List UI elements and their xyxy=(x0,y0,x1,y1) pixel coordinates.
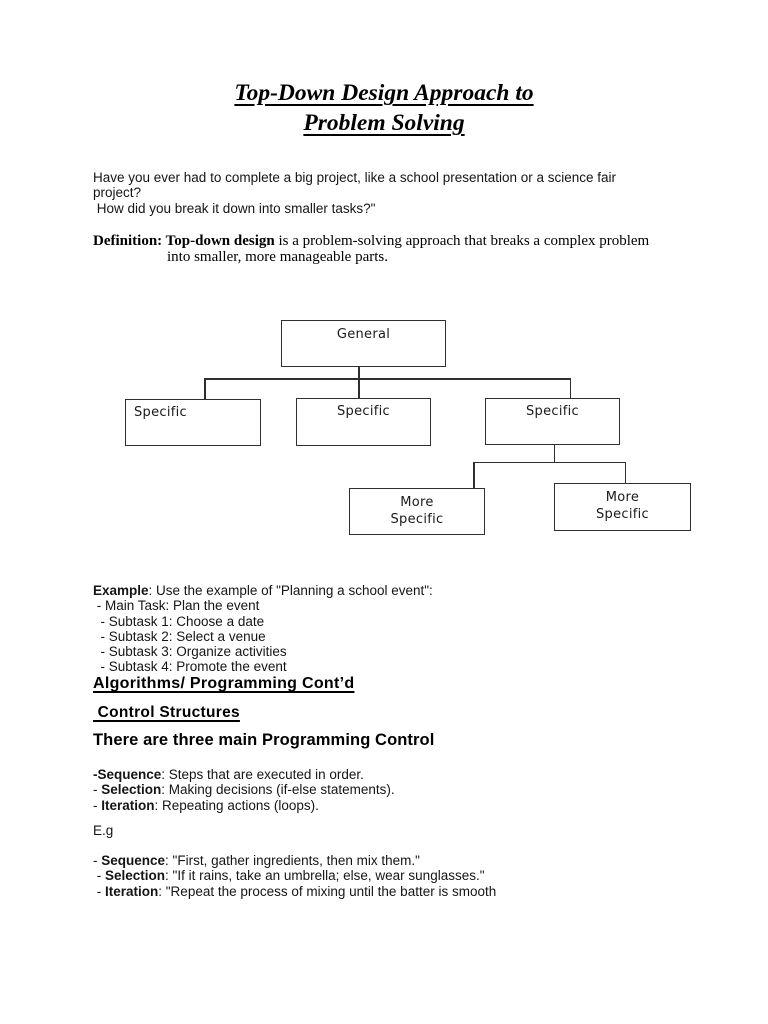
definition-paragraph: Definition: Top-down design is a problem… xyxy=(93,233,693,265)
control-item-selection: - Selection: Making decisions (if-else s… xyxy=(93,782,653,797)
diagram-node-specific-2-label: Specific xyxy=(337,404,390,419)
example-item: - Main Task: Plan the event xyxy=(93,598,260,614)
diagram-node-more-specific-2: More Specific xyxy=(554,483,691,531)
example-item: - Subtask 2: Select a venue xyxy=(93,628,266,644)
diagram-node-more-specific-2-label: More Specific xyxy=(596,490,649,522)
connector-level1-bus xyxy=(204,378,571,380)
intro-paragraph: Have you ever had to complete a big proj… xyxy=(93,170,673,216)
page-title-line1: Top-Down Design Approach to xyxy=(234,80,534,106)
connector-drop-specific-2 xyxy=(358,378,360,399)
control-item-desc: : Making decisions (if-else statements). xyxy=(161,782,395,798)
example-heading: Example: Use the example of "Planning a … xyxy=(93,583,653,598)
control-example-dash: - xyxy=(93,868,105,884)
example-label: Example xyxy=(93,583,149,598)
control-example-sequence: - Sequence: "First, gather ingredients, … xyxy=(93,853,713,868)
control-structures-list: -Sequence: Steps that are executed in or… xyxy=(93,767,653,813)
definition-label: Definition: xyxy=(93,233,166,249)
example-item: - Subtask 3: Organize activities xyxy=(93,644,287,660)
control-item-desc: : Repeating actions (loops). xyxy=(154,797,319,813)
control-example-dash: - xyxy=(93,853,102,868)
heading-three-main-controls: There are three main Programming Control xyxy=(93,731,435,749)
diagram-node-more-specific-1-label: More Specific xyxy=(390,495,444,527)
heading-control-structures: Control Structures xyxy=(93,704,240,721)
diagram-node-general: General xyxy=(281,320,446,367)
control-examples-list: - Sequence: "First, gather ingredients, … xyxy=(93,853,713,899)
diagram-node-specific-2: Specific xyxy=(296,398,431,446)
connector-drop-specific-3 xyxy=(569,378,571,399)
control-item-dash: - xyxy=(93,782,102,798)
connector-general-stem xyxy=(358,367,360,379)
control-example-dash: - xyxy=(93,883,105,899)
definition-rest: is a problem-solving approach that break… xyxy=(274,233,650,249)
control-example-desc: : "Repeat the process of mixing until th… xyxy=(158,883,497,899)
heading-algorithms-programming: Algorithms/ Programming Cont’d xyxy=(93,675,355,692)
control-example-desc: : "First, gather ingredients, then mix t… xyxy=(165,853,420,868)
connector-specific3-stem xyxy=(553,445,555,462)
control-example-term: Sequence xyxy=(101,853,166,868)
page-title: Top-Down Design Approach to Problem Solv… xyxy=(0,78,768,138)
connector-drop-more-1 xyxy=(473,461,475,489)
control-example-iteration: - Iteration: "Repeat the process of mixi… xyxy=(93,884,713,899)
example-intro: : Use the example of "Planning a school … xyxy=(148,583,433,598)
connector-level2-bus xyxy=(473,461,626,463)
connector-drop-specific-1 xyxy=(204,378,206,400)
control-item-term: Selection xyxy=(101,782,162,798)
definition-term: Top-down design xyxy=(165,233,275,249)
diagram-node-more-specific-1: More Specific xyxy=(349,488,485,535)
diagram-node-general-label: General xyxy=(336,327,391,342)
example-item: - Subtask 1: Choose a date xyxy=(93,613,265,629)
connector-drop-more-2 xyxy=(624,461,626,484)
diagram-node-specific-1: Specific xyxy=(125,399,261,446)
example-block: Example: Use the example of "Planning a … xyxy=(93,583,653,675)
eg-label: E.g xyxy=(93,823,114,838)
page-title-line2: Problem Solving xyxy=(303,110,465,136)
diagram-node-specific-3-label: Specific xyxy=(526,404,579,419)
intro-line: How did you break it down into smaller t… xyxy=(93,200,376,216)
intro-line: Have you ever had to complete a big proj… xyxy=(93,170,617,185)
control-item-sequence: -Sequence: Steps that are executed in or… xyxy=(93,767,653,782)
control-item-desc: : Steps that are executed in order. xyxy=(161,767,364,782)
control-example-desc: : "If it rains, take an umbrella; else, … xyxy=(165,868,485,884)
example-item: - Subtask 4: Promote the event xyxy=(93,659,287,675)
control-item-dash: - xyxy=(93,797,102,813)
diagram-node-specific-1-label: Specific xyxy=(134,405,187,420)
control-item-term: Iteration xyxy=(101,797,155,813)
control-example-term: Iteration xyxy=(105,883,159,899)
definition-line1: Definition: Top-down design is a problem… xyxy=(93,233,693,250)
control-item-term: -Sequence xyxy=(93,767,162,782)
control-example-term: Selection xyxy=(105,868,166,884)
control-example-selection: - Selection: "If it rains, take an umbre… xyxy=(93,868,713,883)
diagram-node-specific-3: Specific xyxy=(485,398,620,445)
definition-line2: into smaller, more manageable parts. xyxy=(167,248,388,265)
intro-line: project? xyxy=(93,185,142,201)
control-item-iteration: - Iteration: Repeating actions (loops). xyxy=(93,798,653,813)
